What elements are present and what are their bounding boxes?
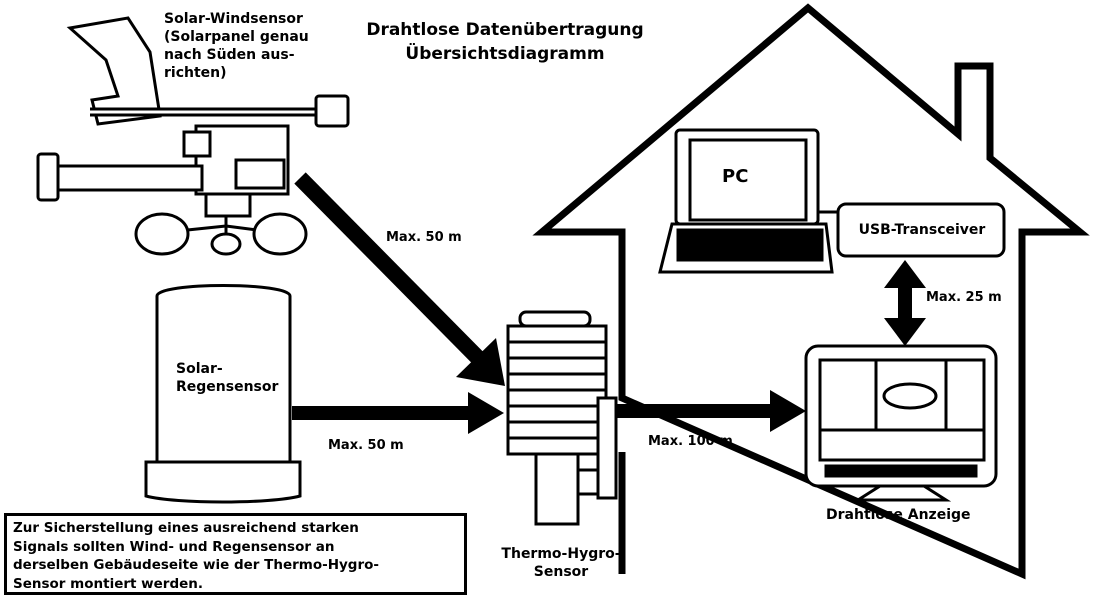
rain-sensor-label: Solar- Regensensor	[176, 361, 279, 395]
distance-usb-label: Max. 25 m	[926, 290, 1002, 305]
diagram-title: Drahtlose Datenübertragung Übersichtsdia…	[340, 18, 670, 66]
usb-transceiver-box	[836, 202, 1006, 258]
mounting-note: Zur Sicherstellung eines ausreichend sta…	[4, 513, 467, 595]
arrow-wind-to-thermo	[294, 172, 505, 386]
distance-display-label: Max. 100 m	[648, 434, 733, 449]
distance-rain-label: Max. 50 m	[328, 438, 404, 453]
arrow-usb-display	[884, 260, 926, 346]
laptop-icon	[658, 128, 842, 274]
display-label: Drahtlose Anzeige	[826, 507, 971, 523]
usb-transceiver-label: USB-Transceiver	[858, 222, 986, 238]
distance-wind-label: Max. 50 m	[386, 230, 462, 245]
rain-sensor-icon	[144, 284, 302, 504]
wind-sensor-icon	[36, 16, 350, 256]
thermo-hygro-label: Thermo-Hygro- Sensor	[501, 546, 621, 580]
house-outline	[532, 3, 1090, 580]
thermo-hygro-sensor-icon	[506, 310, 618, 526]
title-line-1: Drahtlose Datenübertragung	[366, 20, 644, 40]
pc-label: PC	[722, 166, 749, 187]
wind-sensor-label: Solar-Windsensor (Solarpanel genau nach …	[164, 11, 309, 81]
arrow-thermo-to-display	[616, 390, 806, 432]
title-line-2: Übersichtsdiagramm	[405, 44, 605, 64]
arrow-rain-to-thermo	[292, 392, 504, 434]
display-icon	[804, 344, 998, 502]
